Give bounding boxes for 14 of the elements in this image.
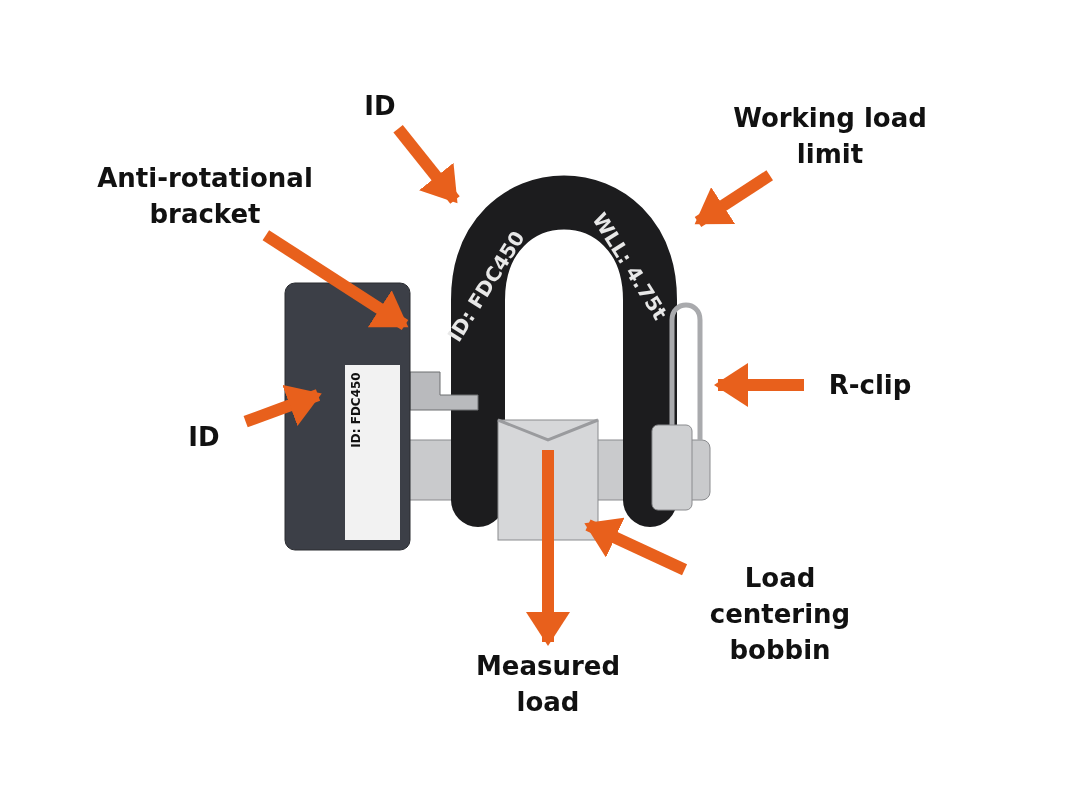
callout-label: Measured load xyxy=(448,648,648,720)
engraved-marking: ID: FDC450 xyxy=(349,372,363,448)
callout-label: Working load limit xyxy=(730,100,930,172)
callout-label: ID xyxy=(168,419,240,455)
callout-label: ID xyxy=(340,88,420,124)
arrow xyxy=(714,363,804,407)
arrow xyxy=(526,450,570,646)
callout-label: R-clip xyxy=(810,367,930,403)
arrow xyxy=(694,170,773,228)
callout-label: Load centering bobbin xyxy=(690,560,870,668)
arrow xyxy=(584,517,688,576)
arrow xyxy=(262,230,409,331)
arrow xyxy=(393,124,460,204)
callout-label: Anti-rotational bracket xyxy=(60,160,350,232)
